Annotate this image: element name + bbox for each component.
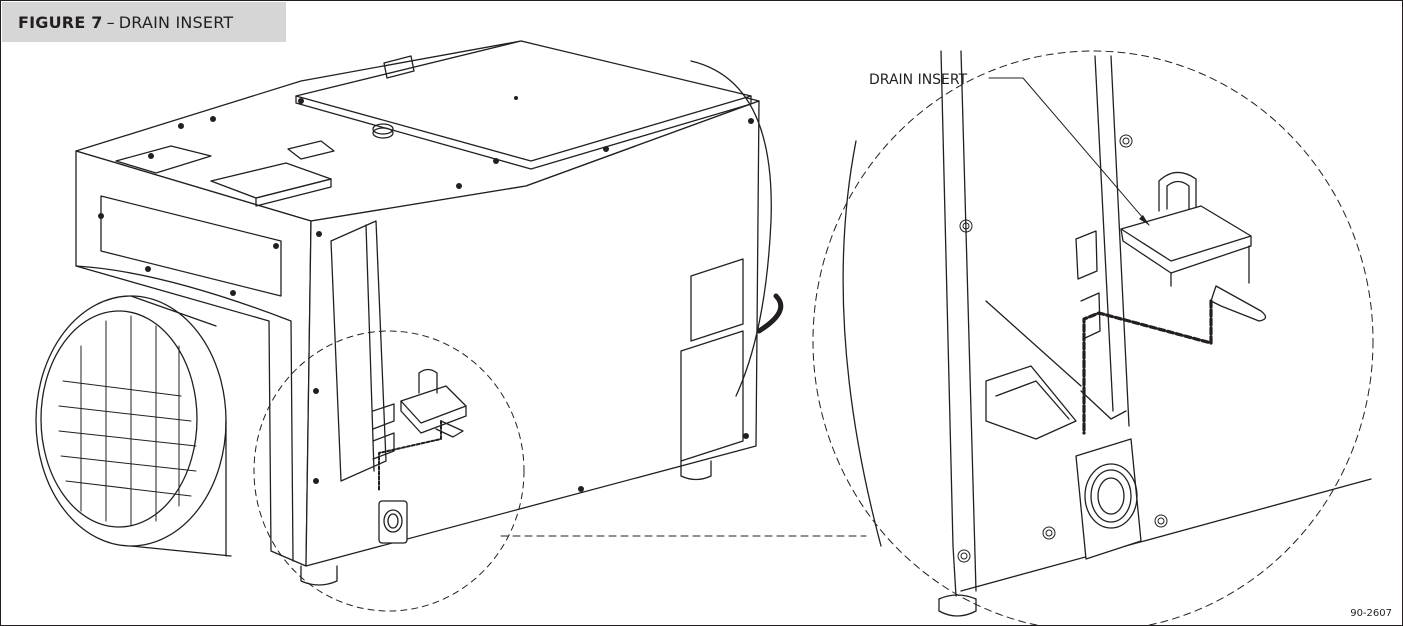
drain-path-large [1082,299,1213,435]
rear-collar [690,60,772,397]
inlet-grille [58,315,197,527]
drain-fitting-large [1075,438,1142,560]
drain-insert-large [1120,171,1267,322]
top-port [372,127,394,139]
callout-leader [988,77,1150,226]
side-label-lower [680,330,744,462]
detail-circle-large [812,50,1374,625]
side-label-upper [690,258,744,342]
figure-caption: DRAIN INSERT [118,12,234,32]
control-panel [115,145,212,174]
drain-insert-callout: DRAIN INSERT [869,72,968,88]
drain-path-small [378,420,442,492]
filter-slot [330,220,387,482]
drain-fitting-small [378,500,408,544]
drain-hose [756,293,784,334]
part-number: 90-2607 [1350,608,1392,619]
unit-side-face [305,100,760,567]
dehumidifier-unit [35,40,784,586]
figure-number: FIGURE 7 [18,12,103,32]
figure-separator: – [106,12,115,32]
detail-circle-small [253,330,525,612]
detail-foot [938,598,977,617]
unit-front-face [75,150,312,567]
front-inlet-duct [35,295,232,557]
unit-feet [300,460,712,586]
front-upper-vent [100,195,282,297]
drain-insert-small [372,368,467,460]
figure-title-bar: FIGURE 7 – DRAIN INSERT [2,2,286,42]
drain-insert-tab [1210,285,1267,322]
detail-view [842,50,1372,617]
